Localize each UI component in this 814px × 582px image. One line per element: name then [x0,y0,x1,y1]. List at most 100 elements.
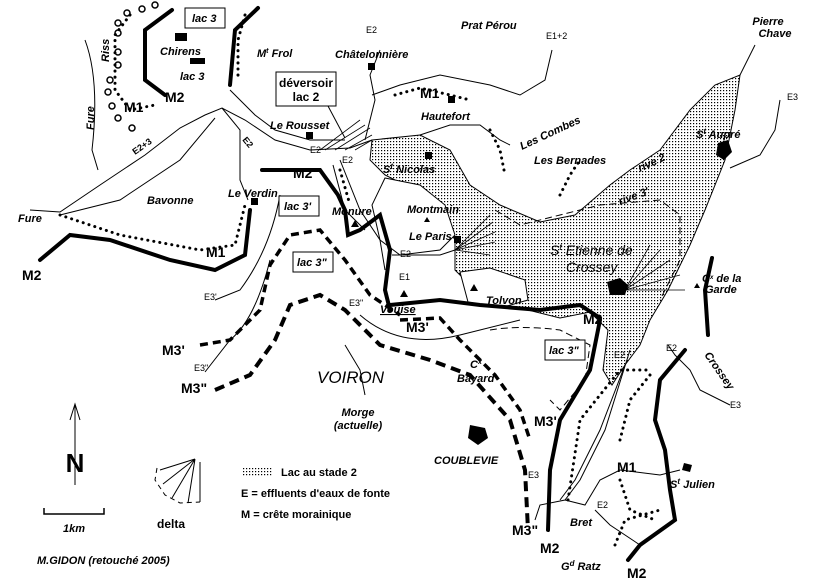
scale-bar: 1km [43,508,105,535]
code-label: E1 [399,272,410,282]
bavonne-label: Bavonne [147,195,193,207]
fure-west-label: Fure [18,213,42,225]
chirens-label: Chirens [160,46,201,58]
code-label: E2 [400,249,411,259]
scale-label: 1km [63,523,85,535]
code-label: E2 [597,500,608,510]
st-aupre-label: St Aupré [696,127,740,141]
st-nicolas-label: St Nicolas [383,162,435,176]
coublevie-label: COUBLEVIE [434,455,499,467]
lake-box-lac3-second-left: lac 3" [292,251,334,273]
pierre-label: Pierre [752,16,783,28]
lac3-second-right-label: lac 3" [549,345,579,357]
north-label: N [66,448,85,478]
riss-moraine-circles [104,1,159,132]
lac3-label: lac 3 [180,71,204,83]
morge-actuelle-label: (actuelle) [334,420,383,432]
moraine-m3 [199,228,532,531]
lac2-label: lac 2 [293,90,320,104]
code-label: E3" [349,298,363,308]
legend-moraine: M = crête morainique [241,509,351,521]
bayard-label: Bayard [457,373,495,385]
les-bernades-label: Les Bernades [534,155,606,167]
morge-label: Morge [342,407,375,419]
code-label: M2 [293,165,313,181]
lake-swatch [242,467,272,477]
bret-label: Bret [570,517,593,529]
code-label: E2 [240,135,255,150]
lake-box-lac3-prime: lac 3' [278,195,320,217]
code-label: M1 [206,244,226,260]
legend: Lac au stade 2 E = effluents d'eaux de f… [241,467,390,521]
code-label: E3" [194,363,208,373]
cx-bayard-label: Cx [470,359,483,371]
code-label: M1 [617,459,637,475]
monure-label: Monure [332,206,372,218]
legend-lake: Lac au stade 2 [281,467,357,479]
le-paris-label: Le Paris [409,231,452,243]
les-combes-label: Les Combes [518,114,582,153]
tolvon-label: Tolvon [486,295,522,307]
code-label: M3' [406,319,429,335]
code-labels: E2 E1+2 E3 M1 M2 M1 E2+3 E2 E2 E2 M2 M2 … [22,25,798,581]
lac3-top-label: lac 3 [192,13,216,25]
gd-ratz-label: Gd Ratz [561,559,601,573]
chave-label: Chave [758,28,791,40]
le-rousset-label: Le Rousset [270,120,331,132]
legend-effluents: E = effluents d'eaux de fonte [241,488,390,500]
chatelonniere-label: Châtelonnière [335,49,408,61]
author-credit: M.GIDON (retouché 2005) [37,555,170,567]
moraine-m2 [38,6,714,562]
lac3-second-left-label: lac 3" [297,257,327,269]
code-label: E2+3 [130,136,153,156]
code-label: M3" [181,380,207,396]
north-arrow: N [66,402,85,485]
rive-3-outline [494,199,681,301]
montmain-label: Montmain [407,204,459,216]
code-label: M2 [165,89,185,105]
code-label: M2 [583,311,603,327]
lake-box-lac3-top: lac 3 [184,7,226,29]
code-label: M3" [512,522,538,538]
le-verdin-label: Le Verdin [228,188,278,200]
deversoir-arrow [327,105,346,139]
code-label: E1+2 [546,31,567,41]
lake-3-second-outline [489,327,591,411]
st-etienne-label: St Etienne de [550,242,633,258]
lake-box-deversoir: déversoir lac 2 [275,71,337,107]
code-label: M3' [534,413,557,429]
code-label: M2 [627,565,647,581]
garde-label: Garde [705,284,737,296]
st-julien-label: St Julien [670,477,715,491]
code-label: E2 [366,25,377,35]
voiron-label: VOIRON [317,368,385,387]
code-label: E3' [204,292,217,302]
lac3-prime-label: lac 3' [284,201,311,213]
prat-perou-label: Prat Pérou [461,20,517,32]
code-label: E2 [666,343,677,353]
cx-garde-label: Cx de la [702,273,741,285]
code-label: M1 [420,85,440,101]
code-label: M2 [22,267,42,283]
crossey-village-label: Crossey [566,259,618,275]
code-label: M1 [124,99,144,115]
lake-box-lac3-second-right: lac 3" [544,339,586,361]
code-label: E2 [342,155,353,165]
delta-label: delta [157,517,185,531]
code-label: E2 [310,145,321,155]
crossey-label: Crossey [702,350,737,393]
vouise-label: Vouise [380,304,416,316]
code-label: E3 [528,470,539,480]
moraine-m1 [58,13,662,547]
delta-legend-symbol: delta [154,458,201,531]
riss-label: Riss [100,39,112,62]
summit-markers [351,217,700,297]
villages [175,33,732,472]
code-label: E2 [614,350,625,360]
code-label: M2 [540,540,560,556]
fure-north-label: Fure [85,106,97,130]
code-label: E3 [787,92,798,102]
code-label: E3 [730,400,741,410]
code-label: M3' [162,342,185,358]
